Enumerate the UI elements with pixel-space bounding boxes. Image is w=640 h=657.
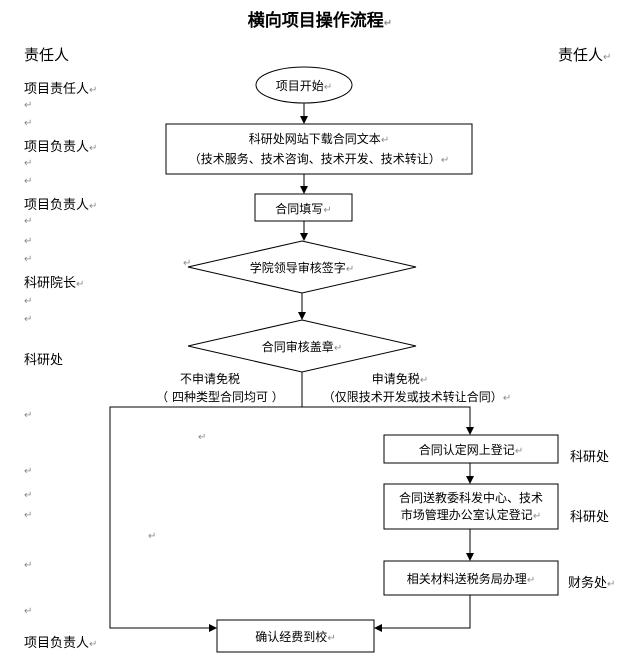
online-register-node: 合同认定网上登记↵ bbox=[418, 443, 524, 457]
online-node-shape bbox=[383, 434, 559, 464]
paragraph-mark: ↵ bbox=[24, 606, 33, 617]
fill-node-shape bbox=[254, 193, 353, 222]
paragraph-mark: ↵ bbox=[148, 531, 157, 542]
paragraph-mark: ↵ bbox=[24, 510, 33, 521]
tax-office-node: 相关材料送税务局办理↵ bbox=[406, 572, 536, 586]
paragraph-mark: ↵ bbox=[24, 490, 33, 501]
seal-node: 合同审核盖章↵ bbox=[261, 340, 343, 354]
start-node: 项目开始↵ bbox=[275, 79, 333, 93]
role-right-research-office-2: 科研处 bbox=[570, 510, 610, 525]
confirm-funds-node: 确认经费到校↵ bbox=[255, 630, 336, 644]
paragraph-mark: ↵ bbox=[24, 118, 33, 129]
page-title: 横向项目操作流程↵ bbox=[247, 11, 393, 31]
branch-no-exemption-note: （ 四种类型合同均可 ） bbox=[156, 390, 284, 404]
arrow-left-branch bbox=[109, 372, 303, 632]
paragraph-mark: ↵ bbox=[24, 100, 33, 111]
role-research-office: 科研处 bbox=[24, 353, 64, 368]
left-header: 责任人 bbox=[24, 46, 70, 64]
branch-exemption-label: 申请免税↵ bbox=[371, 372, 429, 386]
send-node-shape bbox=[383, 483, 559, 530]
arrow-right-branch bbox=[302, 406, 474, 435]
paragraph-mark: ↵ bbox=[24, 236, 33, 247]
paragraph-mark: ↵ bbox=[24, 176, 33, 187]
paragraph-mark: ↵ bbox=[24, 466, 33, 477]
paragraph-mark: ↵ bbox=[24, 216, 33, 227]
confirm-node-shape bbox=[216, 619, 375, 653]
role-right-finance-office: 财务处↵ bbox=[568, 576, 616, 591]
arrow-tax-confirm bbox=[374, 595, 471, 632]
role-project-owner-2: 项目负责人↵ bbox=[24, 198, 98, 213]
fill-node: 合同填写↵ bbox=[275, 202, 332, 216]
right-header: 责任人↵ bbox=[558, 46, 612, 64]
role-research-dean: 科研院长↵ bbox=[24, 276, 85, 291]
paragraph-mark: ↵ bbox=[183, 258, 192, 269]
paragraph-mark: ↵ bbox=[24, 254, 33, 265]
paragraph-mark: ↵ bbox=[24, 560, 33, 571]
tax-node-shape bbox=[383, 560, 559, 596]
sign-node: 学院领导审核签字↵ bbox=[249, 261, 355, 275]
download-node-shape bbox=[165, 123, 473, 175]
branch-exemption-note: （仅限技术开发或技术转让合同）↵ bbox=[322, 390, 512, 404]
paragraph-mark: ↵ bbox=[24, 410, 33, 421]
paragraph-mark: ↵ bbox=[24, 158, 33, 169]
role-project-leader: 项目责任人↵ bbox=[24, 82, 98, 97]
role-project-owner-3: 项目负责人↵ bbox=[24, 636, 98, 651]
download-node: 科研处网站下载合同文本↵ （技术服务、技术咨询、技术开发、技术转让）↵ bbox=[188, 132, 450, 166]
paragraph-mark: ↵ bbox=[24, 314, 33, 325]
role-project-owner-1: 项目负责人↵ bbox=[24, 140, 98, 155]
branch-no-exemption-label: 不申请免税 bbox=[179, 372, 240, 386]
send-register-node: 合同送教委科发中心、技术 市场管理办公室认定登记↵ bbox=[398, 491, 543, 522]
role-right-research-office-1: 科研处 bbox=[570, 450, 610, 465]
paragraph-mark: ↵ bbox=[198, 432, 207, 443]
paragraph-mark: ↵ bbox=[24, 296, 33, 307]
